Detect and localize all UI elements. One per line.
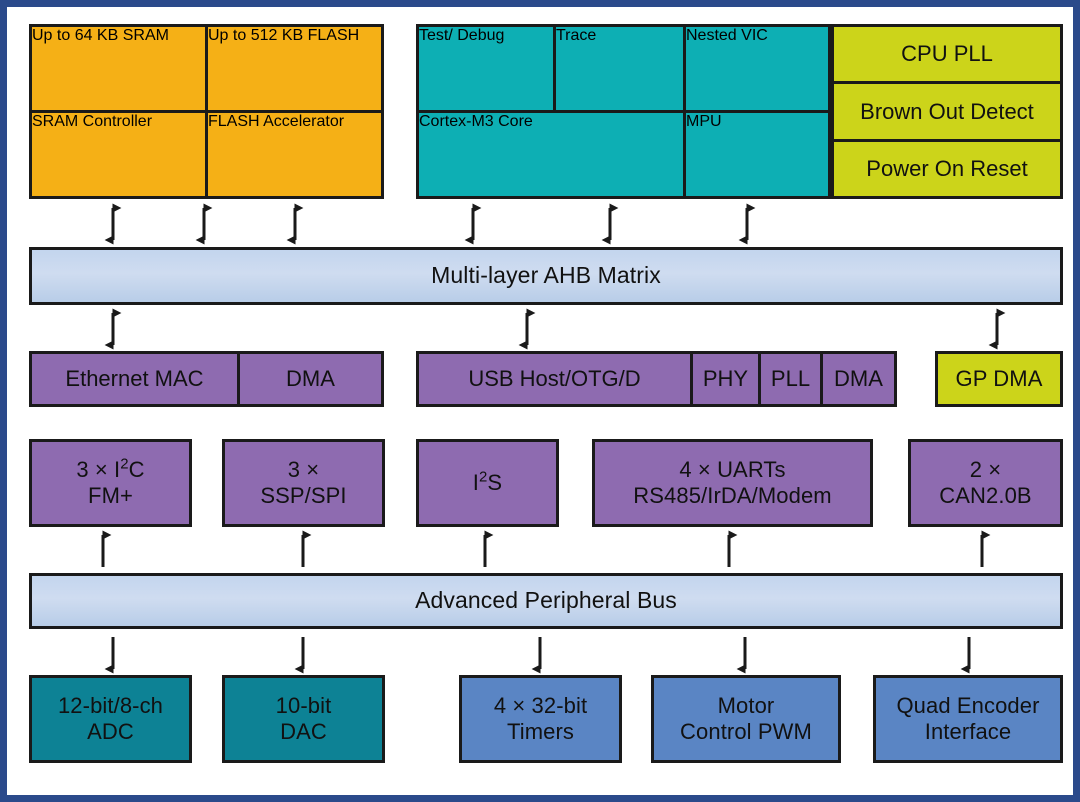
i2c-superscript: 2: [120, 455, 129, 473]
memory-subsystem-group: Up to 64 KB SRAM Up to 512 KB FLASH SRAM…: [29, 24, 384, 199]
ethernet-group: Ethernet MAC DMA: [29, 351, 384, 407]
ssp-spi-block[interactable]: 3 × SSP/SPI: [222, 439, 385, 527]
adc-block[interactable]: 12-bit/8-ch ADC: [29, 675, 192, 763]
usb-group: USB Host/OTG/D PHY PLL DMA: [416, 351, 897, 407]
cpu-pll-block[interactable]: CPU PLL: [834, 27, 1060, 82]
dac-block[interactable]: 10-bit DAC: [222, 675, 385, 763]
i2c-line-2: FM+: [88, 483, 133, 508]
i2s-superscript: 2: [479, 468, 488, 486]
i2s-block[interactable]: I2S: [416, 439, 559, 527]
usb-host-otg-device-block[interactable]: USB Host/OTG/D: [419, 354, 690, 404]
can-line-2: CAN2.0B: [939, 483, 1032, 508]
gp-dma-block[interactable]: GP DMA: [935, 351, 1063, 407]
ahb-matrix-bus[interactable]: Multi-layer AHB Matrix: [29, 247, 1063, 305]
nested-vic-block[interactable]: Nested VIC: [683, 27, 828, 110]
clock-power-subsystem-group: CPU PLL Brown Out Detect Power On Reset: [831, 24, 1063, 199]
uart-line-1: 4 × UARTs: [679, 457, 786, 483]
i2c-block[interactable]: 3 × I2C FM+: [29, 439, 192, 527]
usb-dma-block[interactable]: DMA: [820, 354, 894, 404]
uart-line-2: RS485/IrDA/Modem: [633, 483, 832, 508]
ssp-spi-line-2: SSP/SPI: [260, 483, 347, 508]
timers-block[interactable]: 4 × 32-bit Timers: [459, 675, 622, 763]
flash-accelerator-block[interactable]: FLASH Accelerator: [205, 113, 381, 196]
motor-control-pwm-block[interactable]: Motor Control PWM: [651, 675, 841, 763]
connector-arrows: [101, 203, 1006, 674]
usb-phy-block[interactable]: PHY: [690, 354, 758, 404]
ssp-spi-line-1: 3 ×: [287, 457, 320, 483]
cpu-subsystem-group: Test/ Debug Trace Nested VIC Cortex-M3 C…: [416, 24, 831, 199]
sram-block[interactable]: Up to 64 KB SRAM: [32, 27, 205, 110]
mpu-block[interactable]: MPU: [683, 113, 828, 196]
can-block[interactable]: 2 × CAN2.0B: [908, 439, 1063, 527]
quad-encoder-interface-block[interactable]: Quad Encoder Interface: [873, 675, 1063, 763]
test-debug-block[interactable]: Test/ Debug: [419, 27, 553, 110]
ethernet-dma-block[interactable]: DMA: [237, 354, 381, 404]
i2s-line-1: I2S: [472, 468, 503, 496]
i2c-line-1: 3 × I2C: [76, 455, 145, 483]
usb-pll-block[interactable]: PLL: [758, 354, 820, 404]
cortex-m3-core-block[interactable]: Cortex-M3 Core: [419, 113, 683, 196]
uart-block[interactable]: 4 × UARTs RS485/IrDA/Modem: [592, 439, 873, 527]
sram-controller-block[interactable]: SRAM Controller: [32, 113, 205, 196]
ethernet-mac-block[interactable]: Ethernet MAC: [32, 354, 237, 404]
trace-block[interactable]: Trace: [553, 27, 683, 110]
apb-bus[interactable]: Advanced Peripheral Bus: [29, 573, 1063, 629]
flash-block[interactable]: Up to 512 KB FLASH: [205, 27, 381, 110]
can-line-1: 2 ×: [969, 457, 1002, 483]
brown-out-detect-block[interactable]: Brown Out Detect: [834, 81, 1060, 139]
power-on-reset-block[interactable]: Power On Reset: [834, 138, 1060, 196]
